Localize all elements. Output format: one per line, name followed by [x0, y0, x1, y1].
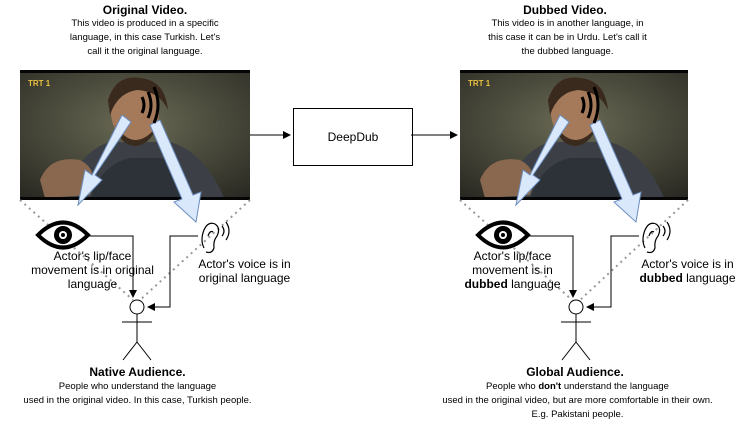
eye-icon: [475, 220, 531, 250]
blue-arrows-right: [515, 114, 642, 223]
desc-line: E.g. Pakistani people.: [531, 409, 624, 420]
global-audience-title: Global Audience.: [526, 365, 624, 379]
ear-to-audience-connector: [586, 235, 639, 311]
original-video-title: Original Video.: [102, 3, 188, 17]
native-audience-description: People who understand the language used …: [5, 380, 270, 408]
deepdub-box: DeepDub: [293, 108, 413, 166]
ear-icon: [201, 221, 230, 254]
ear-icon: [642, 221, 671, 254]
dubbed-video-still: TRT 1: [460, 70, 688, 200]
label-line: Actor's lip/face: [473, 249, 552, 263]
label-line: language: [67, 277, 118, 291]
desc-emphasis: don't: [538, 381, 562, 392]
label-rest: language: [682, 271, 736, 285]
sound-wave-icon: [140, 86, 160, 124]
desc-line: this case it can be in Urdu. Let's call …: [488, 32, 647, 43]
desc-pre: People who: [486, 381, 539, 392]
desc-line: language, in this case Turkish. Let's: [69, 32, 221, 43]
label-emphasis: dubbed: [464, 277, 508, 291]
label-emphasis: dubbed: [639, 271, 683, 285]
desc-line: People who understand the language: [58, 381, 217, 392]
desc-post: understand the language: [561, 381, 669, 392]
eye-icon: [35, 220, 91, 250]
dubbed-video-title: Dubbed Video.: [523, 3, 607, 17]
desc-line: People who don't understand the language: [420, 380, 735, 394]
native-audience-title: Native Audience.: [89, 365, 186, 379]
lip-movement-label: Actor's lip/face movement is in dubbed l…: [450, 249, 575, 291]
label-rest: language: [507, 277, 561, 291]
native-audience-figure: [122, 299, 152, 361]
eye-to-audience-connector: [528, 235, 577, 298]
label-line: original language: [198, 271, 291, 285]
ear-to-audience-connector: [147, 235, 198, 311]
deepdub-label: DeepDub: [327, 130, 379, 144]
global-audience-description: People who don't understand the language…: [420, 380, 735, 422]
eye-to-audience-connector: [88, 235, 137, 298]
desc-line: used in the original video. In this case…: [23, 395, 252, 406]
label-line: dubbed language: [630, 271, 745, 285]
label-line: Actor's lip/face: [53, 249, 132, 263]
tv-logo: TRT 1: [468, 79, 491, 88]
global-audience-figure: [561, 299, 591, 361]
original-video-description: This video is produced in a specific lan…: [35, 17, 255, 59]
actor-image: TRT 1: [460, 73, 688, 200]
dotted-lines: [19, 199, 689, 301]
dubbed-video-description: This video is in another language, in th…: [460, 17, 675, 59]
desc-line: This video is produced in a specific: [71, 18, 219, 29]
voice-label: Actor's voice is in original language: [182, 257, 307, 285]
desc-line: used in the original video, but are more…: [442, 395, 713, 406]
label-line: Actor's voice is in: [198, 257, 291, 271]
blue-arrows-left: [77, 114, 202, 223]
lip-movement-label: Actor's lip/face movement is in original…: [20, 249, 165, 291]
label-line: dubbed language: [450, 277, 575, 291]
label-line: movement is in: [472, 263, 553, 277]
desc-line: This video is in another language, in: [491, 18, 644, 29]
sound-wave-icon: [580, 86, 600, 124]
voice-label: Actor's voice is in dubbed language: [630, 257, 745, 285]
label-line: movement is in original: [31, 263, 154, 277]
desc-line: the dubbed language.: [521, 46, 614, 57]
desc-line: call it the original language.: [87, 46, 203, 57]
label-line: Actor's voice is in: [641, 257, 734, 271]
tv-logo: TRT 1: [28, 79, 51, 88]
